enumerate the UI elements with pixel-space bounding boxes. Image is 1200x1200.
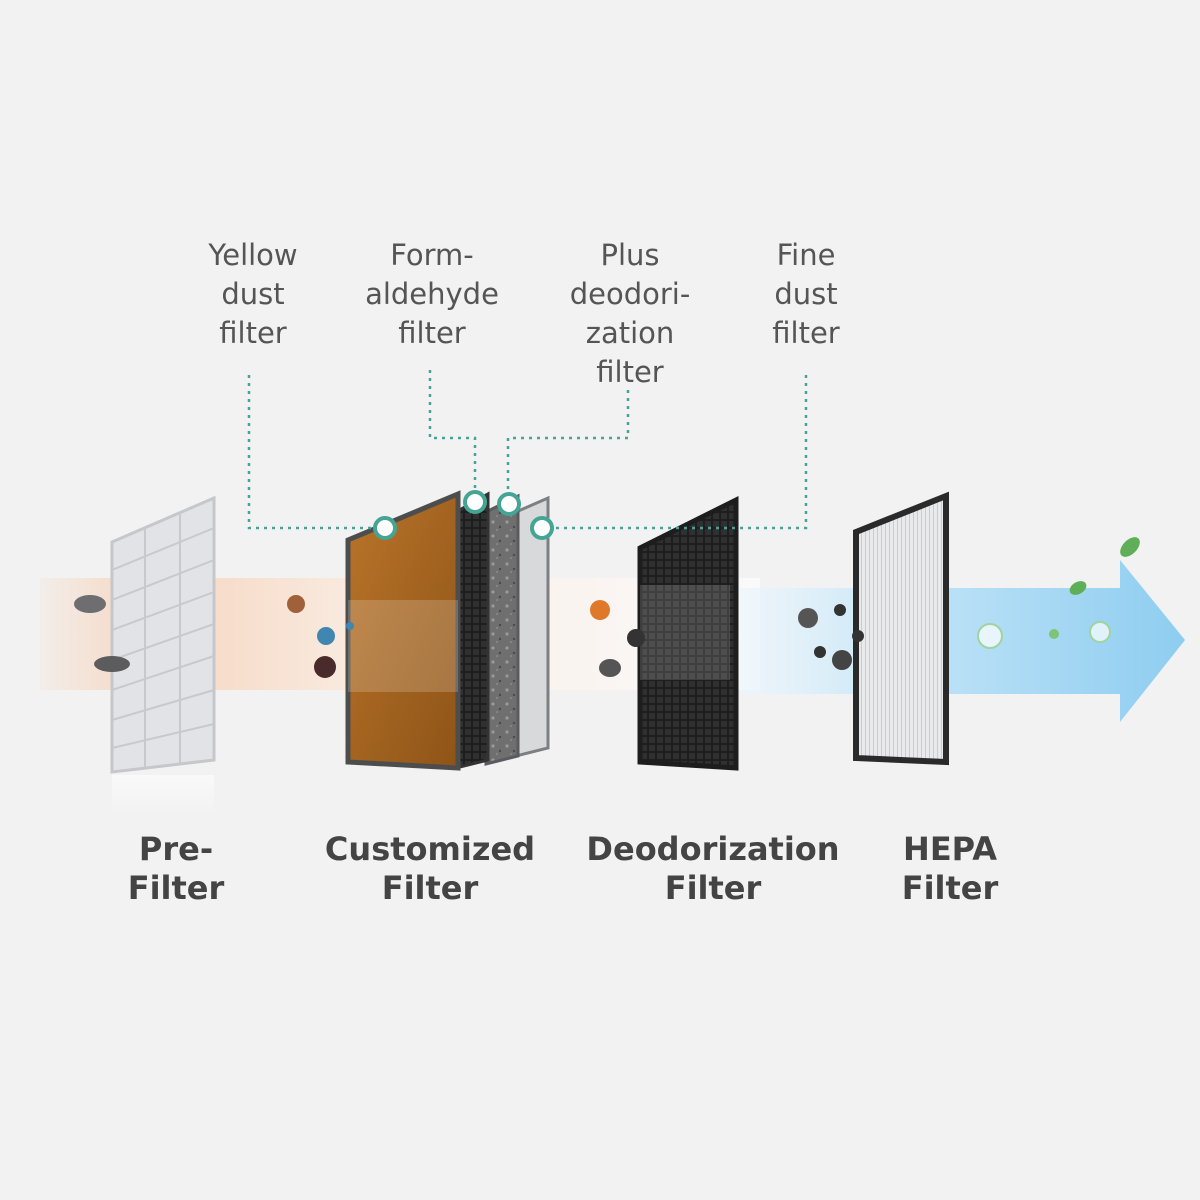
- callout-text-line: dust: [221, 277, 285, 311]
- customized-filter: [345, 490, 550, 771]
- callout-text-line: filter: [772, 316, 840, 350]
- dust-particle-icon: [74, 595, 130, 672]
- callout-marker-fine-dust: [530, 516, 554, 540]
- bubble-icon: [977, 621, 1111, 649]
- callout-text-line: filter: [398, 316, 466, 350]
- callout-fine-dust-filter: Fine dust filter: [721, 236, 891, 353]
- leaf-icon: [1069, 537, 1140, 595]
- dust-particle-icon: [798, 604, 864, 670]
- callout-marker-plus-deodorization: [497, 492, 521, 516]
- callout-yellow-dust-filter: Yellow dust filter: [168, 236, 338, 353]
- callout-lines: [247, 370, 808, 530]
- airflow-clean-arrow: [740, 560, 1185, 722]
- callout-text-line: dust: [774, 277, 838, 311]
- callout-text-line: zation: [585, 316, 675, 350]
- pre-filter: [110, 495, 216, 815]
- callout-plus-deodorization-filter: Plus deodori- zation filter: [545, 236, 715, 392]
- label-deodorization-filter: Deodorization Filter: [583, 830, 843, 908]
- hepa-filter: [853, 491, 949, 766]
- label-text-line: Filter: [127, 869, 225, 907]
- label-text-line: Pre-: [138, 830, 214, 868]
- callout-text-line: Form-: [390, 238, 474, 272]
- callout-text-line: deodori-: [569, 277, 691, 311]
- label-text-line: Customized: [324, 830, 536, 868]
- callout-text-line: filter: [596, 355, 664, 389]
- label-customized-filter: Customized Filter: [300, 830, 560, 908]
- label-text-line: Deodorization: [586, 830, 840, 868]
- label-text-line: Filter: [381, 869, 479, 907]
- label-pre-filter: Pre- Filter: [46, 830, 306, 908]
- callout-formaldehyde-filter: Form- aldehyde filter: [347, 236, 517, 353]
- label-text-line: Filter: [901, 869, 999, 907]
- callout-text-line: aldehyde: [365, 277, 499, 311]
- odor-molecule-icon: [590, 600, 645, 677]
- callout-text-line: Plus: [600, 238, 660, 272]
- callout-text-line: Yellow: [208, 238, 298, 272]
- label-hepa-filter: HEPA Filter: [820, 830, 1080, 908]
- callout-text-line: Fine: [776, 238, 836, 272]
- deodorization-filter: [637, 495, 739, 771]
- bacteria-icon: [287, 595, 354, 678]
- callout-marker-formaldehyde: [463, 490, 487, 514]
- callout-text-line: filter: [219, 316, 287, 350]
- callout-marker-yellow-dust: [373, 516, 397, 540]
- label-text-line: Filter: [664, 869, 762, 907]
- label-text-line: HEPA: [903, 830, 997, 868]
